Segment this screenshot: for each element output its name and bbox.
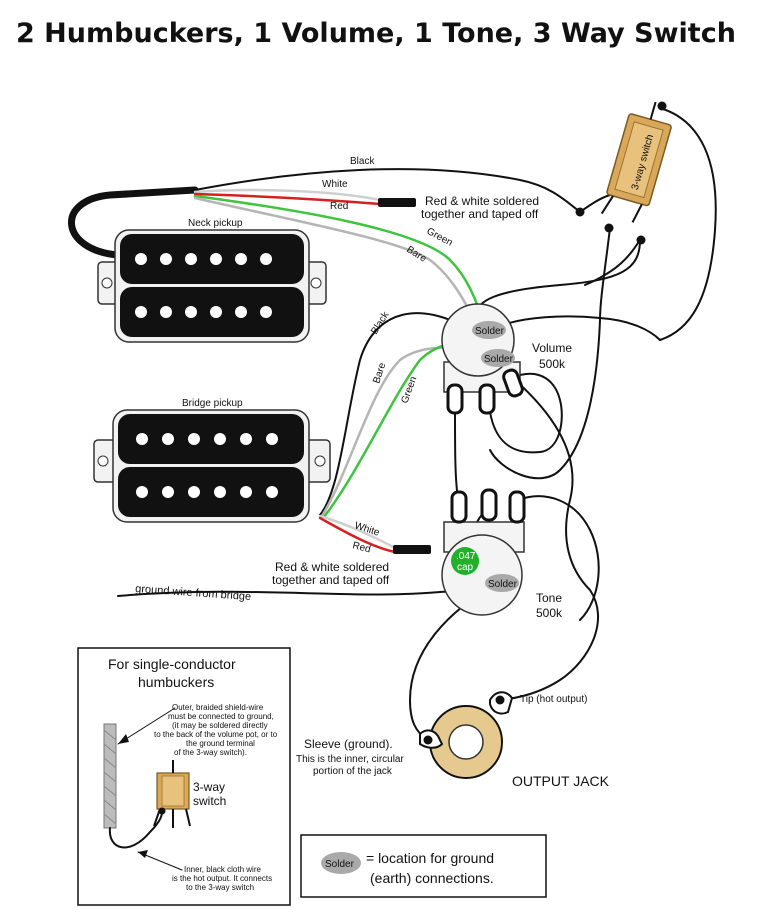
volume-solder-2 — [481, 349, 515, 367]
volume-out-to-jack — [499, 379, 600, 701]
svg-text:is the hot output. It connect: is the hot output. It connects — [172, 874, 272, 883]
neck-green-wire — [193, 194, 487, 332]
switch-lower-wire — [584, 239, 641, 286]
bridge-green-label: Green — [399, 375, 419, 405]
inset-switch — [153, 760, 191, 828]
svg-text:the ground terminal: the ground terminal — [186, 739, 255, 748]
volume-lug-wire — [489, 372, 563, 454]
tone-pot[interactable] — [441, 488, 526, 616]
inset-title-2: humbuckers — [138, 674, 214, 690]
svg-text:Outer, braided shield-wire: Outer, braided shield-wire — [172, 703, 264, 712]
svg-text:Inner, black cloth wire: Inner, black cloth wire — [184, 865, 261, 874]
switch-lug-3 — [636, 235, 646, 245]
bridge-bare-label: Bare — [371, 361, 388, 385]
tone-loop-wire — [517, 495, 600, 621]
bridge-red-label: Red — [351, 540, 371, 555]
neck-taped-note-2: together and taped off — [421, 207, 539, 221]
tone-value: 500k — [536, 606, 563, 620]
inset-note-2: Inner, black cloth wire is the hot outpu… — [172, 865, 272, 892]
volume-solder-1 — [472, 321, 506, 339]
inset-note-1: Outer, braided shield-wire must be conne… — [154, 703, 278, 757]
jack-sleeve-lug — [423, 735, 433, 745]
neck-pole-pieces — [135, 253, 272, 318]
diagram-title: 2 Humbuckers, 1 Volume, 1 Tone, 3 Way Sw… — [16, 18, 736, 49]
volume-label: Volume — [532, 341, 572, 355]
tone-label: Tone — [536, 591, 562, 605]
neck-pickup-label: Neck pickup — [188, 218, 243, 229]
output-jack[interactable] — [419, 691, 514, 779]
legend-solder-label: Solder — [325, 859, 355, 870]
svg-text:must be connected to ground,: must be connected to ground, — [168, 712, 274, 721]
neck-black-label: Black — [350, 156, 375, 167]
switch-lug-2 — [604, 223, 614, 233]
neck-black-wire — [194, 168, 581, 213]
bridge-taped-note-1: Red & white soldered — [275, 560, 389, 574]
output-jack-label: OUTPUT JACK — [512, 773, 610, 789]
neck-pickup — [97, 229, 327, 343]
tone-capacitor — [451, 547, 479, 575]
inset-switch-label-1: 3-way — [193, 780, 225, 794]
switch-ground-wire — [489, 227, 611, 480]
neck-bare-wire — [193, 196, 480, 330]
legend-line-1: = location for ground — [366, 850, 494, 866]
neck-taped-end — [378, 198, 416, 207]
cap-value: .047 — [456, 551, 476, 562]
inset-switch-label-2: switch — [193, 794, 226, 808]
neck-bare-label: Bare — [404, 244, 428, 265]
bridge-black-label: Black — [369, 309, 392, 336]
neck-cable — [68, 186, 199, 259]
switch-top-lug — [657, 101, 667, 111]
volume-to-tone-wire — [454, 409, 459, 499]
bridge-pickup-label: Bridge pickup — [182, 398, 243, 409]
inset-arrowhead-2 — [138, 850, 148, 858]
volume-value: 500k — [539, 357, 566, 371]
legend-solder-swatch — [321, 852, 361, 874]
bridge-pickup — [93, 409, 331, 523]
inset-arrowhead-1 — [118, 734, 129, 744]
tone-solder — [485, 574, 519, 592]
inset-switch-lug — [158, 807, 166, 815]
neck-red-label: Red — [330, 201, 348, 212]
bridge-white-wire — [318, 514, 397, 550]
bridge-red-wire — [318, 516, 397, 554]
sleeve-line-3: portion of the jack — [313, 766, 393, 777]
inset-hot-wire — [108, 811, 163, 849]
svg-text:(it may be soldered directly: (it may be soldered directly — [172, 721, 268, 730]
switch-out-wire — [475, 239, 641, 321]
jack-tip-lug — [495, 695, 505, 705]
jack-tip-label: Tip (hot output) — [520, 694, 587, 705]
cap-label: cap — [457, 562, 474, 573]
neck-white-label: White — [322, 179, 348, 190]
neck-white-wire — [193, 188, 382, 202]
switch-lug-1 — [575, 207, 585, 217]
three-way-switch[interactable]: 3-way switch — [600, 96, 677, 225]
legend-line-2: (earth) connections. — [370, 870, 494, 886]
bridge-black-wire — [319, 312, 471, 516]
bridge-pole-pieces — [136, 433, 278, 498]
braided-shield-wire — [103, 723, 117, 829]
volume-solder-2-label: Solder — [484, 354, 514, 365]
volume-to-switch — [489, 315, 661, 341]
svg-text:to the back of the volume pot,: to the back of the volume pot, or to — [154, 730, 278, 739]
bridge-taped-end — [393, 545, 431, 554]
volume-solder-1-label: Solder — [475, 326, 505, 337]
bridge-white-label: White — [353, 520, 381, 538]
sleeve-line-1: Sleeve (ground). — [304, 737, 393, 751]
switch-top-wire — [659, 107, 717, 341]
inset-title-1: For single-conductor — [108, 656, 236, 672]
sleeve-line-2: This is the inner, circular — [296, 754, 404, 765]
neck-taped-note-1: Red & white soldered — [425, 194, 539, 208]
neck-red-wire — [193, 192, 382, 206]
bridge-taped-note-2: together and taped off — [272, 573, 390, 587]
braid-pattern — [103, 729, 117, 825]
ground-wire-label: ground wire from bridge — [135, 583, 252, 603]
svg-text:of the 3-way switch).: of the 3-way switch). — [174, 748, 247, 757]
tone-solder-label: Solder — [488, 579, 518, 590]
svg-text:to the 3-way switch: to the 3-way switch — [186, 883, 254, 892]
